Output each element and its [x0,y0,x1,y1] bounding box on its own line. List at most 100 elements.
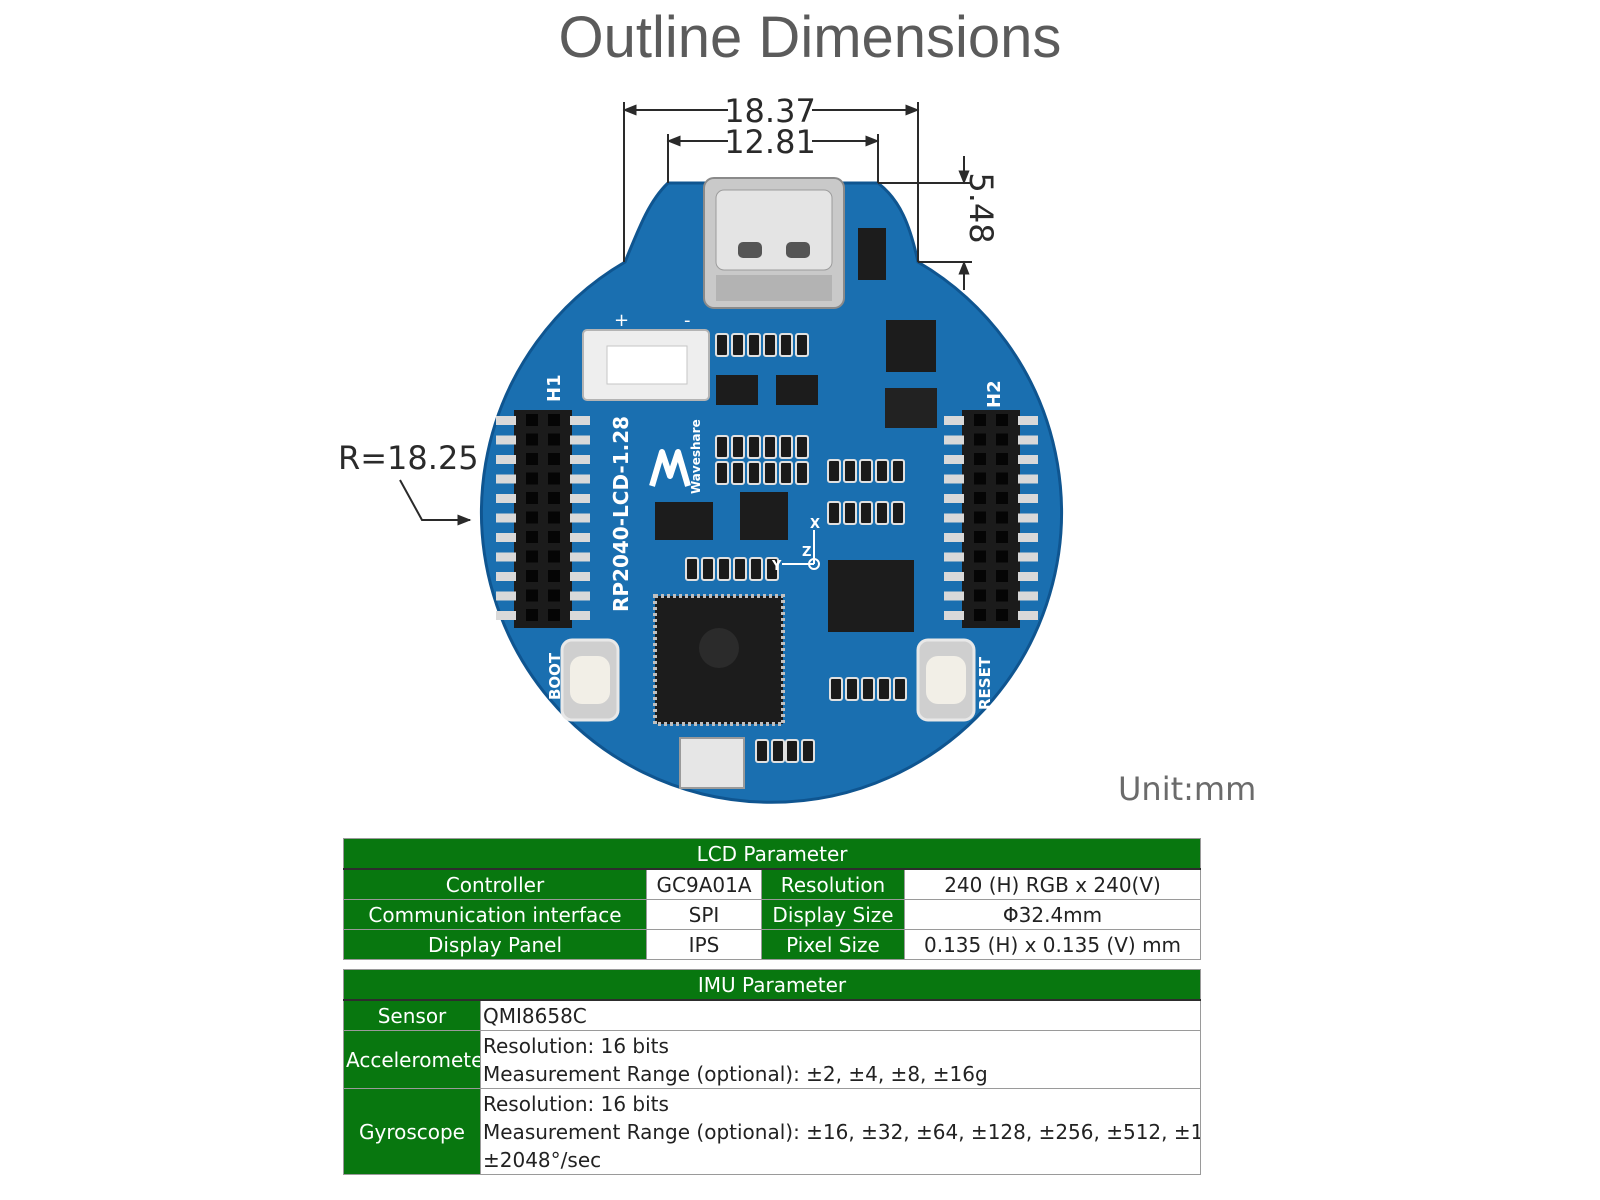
table-cell: Communication interface [343,899,647,930]
header-hole [548,472,560,485]
boot-button [560,638,620,722]
header-hole [526,414,538,426]
table-cell: GC9A01A [646,868,762,900]
table-cell: Display Size [761,899,905,930]
header-hole [526,570,538,582]
header-hole [996,550,1008,563]
header-hole [974,531,986,543]
passive-component [859,459,873,483]
page-title: Outline Dimensions [558,5,1062,70]
header-hole [974,570,986,582]
header-pin [496,513,516,523]
passive-component [845,677,859,701]
accelerometer-label: Accelerometer [343,1030,481,1089]
passive-component [755,739,769,763]
header-h2 [944,410,1038,628]
reset-button [916,638,976,722]
header-pin [944,572,964,581]
header-hole [526,433,538,446]
passive-component [893,677,907,701]
table-cell: IPS [646,929,762,960]
axis-y-label: Y [771,559,782,574]
table-cell: 0.135 (H) x 0.135 (V) mm [903,929,1202,960]
header-pin [496,474,516,484]
header-pin [1018,572,1038,581]
axis-x-label: X [810,517,820,532]
header-hole [548,609,560,621]
passive-component [763,435,777,459]
header-hole [996,589,1008,602]
passive-component [843,459,857,483]
header-hole [548,550,560,563]
header-hole [548,531,560,543]
header-hole [974,609,986,621]
header-pin [496,455,516,464]
passive-component [779,435,793,459]
axis-marker [782,530,820,570]
header-pin [1018,533,1038,542]
header-hole [996,531,1008,543]
passive-component [891,459,905,483]
header-hole [526,472,538,485]
header-pin [1018,455,1038,464]
level-shifter-chip [828,560,914,632]
header-hole [974,511,986,524]
header-pin [496,591,516,601]
header-pin [496,572,516,581]
header-pin [944,513,964,523]
passive-component [795,333,809,357]
header-pin [1018,611,1038,620]
waveshare-logo-icon [649,449,691,487]
table-cell: SPI [646,899,762,930]
table-cell: Pixel Size [761,929,905,960]
sensor-label: Sensor [343,999,481,1031]
passive-component [765,557,779,581]
table-row: Display Panel IPS Pixel Size 0.135 (H) x… [343,929,1202,960]
header-pin [570,455,590,464]
connector-plus-label: + [614,310,629,331]
gyroscope-line: ±2048°/sec [483,1147,602,1172]
flash-chip [655,502,713,540]
regulator-chip [885,388,937,428]
header-hole [996,433,1008,446]
passive-component [843,501,857,525]
header-hole [996,472,1008,485]
dim-connector-width: 12.81 [724,123,816,161]
header-hole [996,511,1008,524]
passive-component [779,461,793,485]
header-pin [570,611,590,620]
header-pin [496,533,516,542]
accelerometer-values: Resolution: 16 bits Measurement Range (o… [479,1030,1202,1089]
passive-component [715,461,729,485]
passive-component [771,739,785,763]
header-hole [548,414,560,426]
header-pin [496,435,516,445]
passive-component [801,739,815,763]
header-pin [1018,435,1038,445]
passive-component [747,461,761,485]
crystal [679,737,745,789]
passive-component [827,459,841,483]
header-pin [496,611,516,620]
header-pin [570,552,590,562]
header-pin [944,435,964,445]
header-pin [570,416,590,425]
passive-component [731,461,745,485]
accelerometer-line: Measurement Range (optional): ±2, ±4, ±8… [483,1061,988,1086]
header-pin [570,572,590,581]
passive-component [795,435,809,459]
table-row: Controller GC9A01A Resolution 240 (H) RG… [343,868,1202,900]
transistor-b [776,375,818,405]
passive-component [875,459,889,483]
table-cell: Display Panel [343,929,647,960]
header-hole [548,589,560,602]
header-hole [548,492,560,504]
header-hole [996,492,1008,504]
passive-component [731,435,745,459]
header-hole [548,453,560,465]
header-hole [548,511,560,524]
table-cell: 240 (H) RGB x 240(V) [903,868,1202,900]
dim-outer-width: 18.37 [724,92,816,130]
gyroscope-values: Resolution: 16 bits Measurement Range (o… [479,1088,1202,1175]
header-hole [974,472,986,485]
